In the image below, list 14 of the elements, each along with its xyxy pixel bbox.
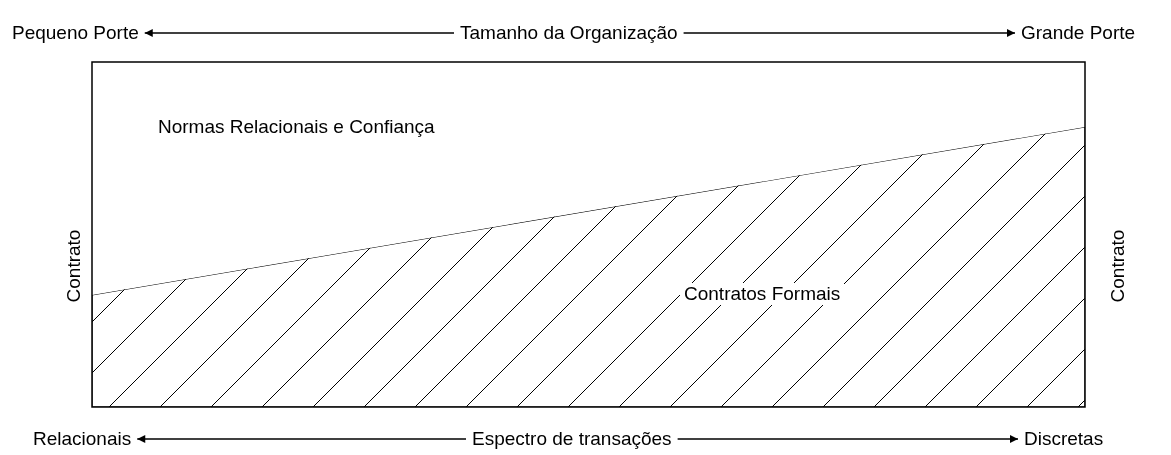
axis-end-label: Pequeno Porte [12,22,139,44]
arrow [136,435,467,443]
axis-end-label: Discretas [1024,428,1104,450]
axis-end-label: Tamanho da Organização [460,22,678,44]
axis-label: Contrato [63,229,86,303]
arrow [682,29,1016,37]
axis-label: Contrato [1107,229,1130,303]
axis-end-label: Relacionais [33,428,132,450]
arrow [677,435,1019,443]
axis-end-label: Espectro de transações [472,428,672,450]
region-label: Normas Relacionais e Confiança [158,116,435,138]
region-label: Contratos Formais [680,283,845,305]
axis-end-label: Grande Porte [1021,22,1136,44]
arrow [144,29,455,37]
